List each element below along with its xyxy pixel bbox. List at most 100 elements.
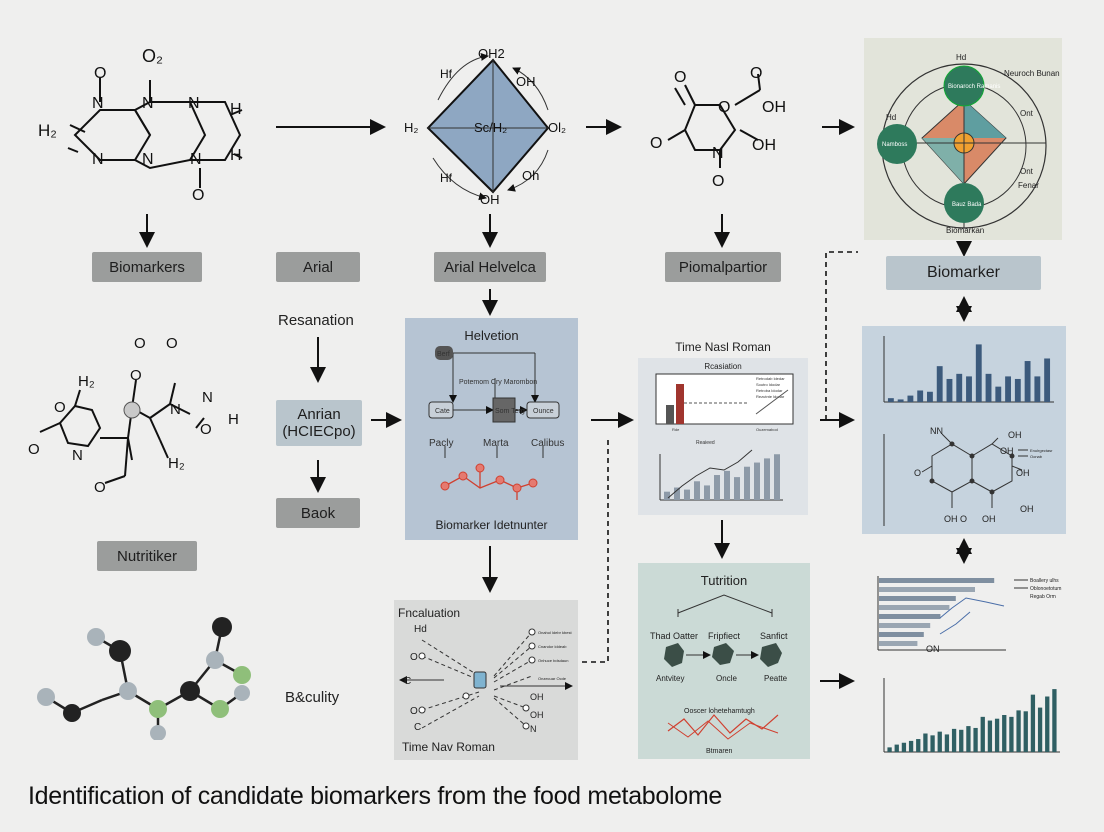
svg-text:Hd: Hd xyxy=(886,113,896,122)
svg-text:Fenar: Fenar xyxy=(1018,181,1039,190)
svg-text:OH: OH xyxy=(1008,430,1022,440)
tutrition-diagram: Thad Oatter Fripfiect Sanfict Antvitey O… xyxy=(650,594,788,755)
horizontal-bar xyxy=(879,578,995,583)
svg-text:C: C xyxy=(404,676,411,687)
svg-text:Hf: Hf xyxy=(440,171,453,185)
svg-text:Hf: Hf xyxy=(440,67,453,81)
time-roman-bar xyxy=(694,481,700,500)
time-roman-bar xyxy=(734,477,740,500)
svg-text:Hd: Hd xyxy=(414,624,427,635)
dashed-connector-1 xyxy=(825,251,858,420)
svg-text:Calibus: Calibus xyxy=(531,438,564,449)
time-roman-title: Time Nasl Roman xyxy=(675,340,771,354)
svg-text:O: O xyxy=(54,399,66,416)
right-chart-1-bar xyxy=(956,373,963,402)
right-chart-2-bar xyxy=(1037,707,1043,752)
svg-text:N: N xyxy=(92,95,104,112)
svg-text:H₂: H₂ xyxy=(78,373,95,390)
tutrition-panel: Tutrition Thad Oatter Fripfiect Sanfict … xyxy=(638,563,810,759)
biomarkers-label: Biomarkers xyxy=(92,252,202,282)
svg-text:N: N xyxy=(188,95,200,112)
svg-text:H: H xyxy=(230,101,242,118)
fncaluation-panel: Fncaluation Hd O C O C Onahol ldebr kbes… xyxy=(394,600,578,760)
right-chart-1-bar xyxy=(1005,376,1011,402)
right-chart-2-bar xyxy=(987,720,993,752)
svg-text:Pacly: Pacly xyxy=(429,438,453,449)
svg-text:Ooscer lohetehamtugh: Ooscer lohetehamtugh xyxy=(684,708,755,715)
svg-text:Sc/H₂: Sc/H₂ xyxy=(474,120,507,135)
svg-text:O: O xyxy=(200,421,212,438)
right-chart-1-bar xyxy=(887,398,894,402)
svg-text:O: O xyxy=(712,173,724,190)
svg-text:N: N xyxy=(142,151,154,168)
time-roman-bar xyxy=(724,470,730,500)
right-chart-2-bar xyxy=(887,747,892,752)
svg-text:Btmaren: Btmaren xyxy=(706,748,733,755)
svg-text:Rezutnte ldodar: Rezutnte ldodar xyxy=(756,394,785,399)
svg-text:Cate: Cate xyxy=(435,408,450,415)
svg-text:Retroba ldodar: Retroba ldodar xyxy=(756,388,783,393)
svg-text:OH: OH xyxy=(1020,504,1034,514)
right-chart-1-bar xyxy=(975,344,982,402)
svg-text:Cnandor lddeab: Cnandor lddeab xyxy=(538,644,567,649)
svg-text:N: N xyxy=(190,151,202,168)
ebaculity-text: B&culity xyxy=(285,689,340,706)
svg-text:OH: OH xyxy=(982,514,996,524)
piomalpartior-label: Piomalpartior xyxy=(665,252,781,282)
right-charts-panel: NN OH OH O O OH OH OH OH Enulrgectasr Oo… xyxy=(862,326,1066,534)
right-charts: NN OH OH O O OH OH OH OH Enulrgectasr Oo… xyxy=(883,336,1054,526)
svg-text:O: O xyxy=(410,706,418,717)
svg-text:C: C xyxy=(414,722,421,733)
svg-text:O: O xyxy=(674,69,686,86)
right-chart-1-bar xyxy=(897,399,904,402)
svg-text:Rde: Rde xyxy=(672,427,680,432)
svg-text:Ouzemabod: Ouzemabod xyxy=(756,427,778,432)
time-roman-bar xyxy=(764,458,770,500)
svg-text:Boallery ulhs: Boallery ulhs xyxy=(1030,578,1059,584)
svg-text:O: O xyxy=(130,367,142,384)
svg-text:Namboss: Namboss xyxy=(882,142,907,148)
svg-text:OH: OH xyxy=(530,692,544,702)
figure-caption: Identification of candidate biomarkers f… xyxy=(28,782,722,810)
horizontal-bar xyxy=(879,641,918,646)
horizontal-bars xyxy=(879,578,995,646)
time-roman-bar xyxy=(774,454,780,500)
svg-text:Bauz Bada: Bauz Bada xyxy=(952,202,982,208)
right-chart-2-bar xyxy=(908,740,914,752)
right-chart-2-bar xyxy=(980,716,985,752)
svg-text:N: N xyxy=(170,401,181,418)
svg-text:Reaieed: Reaieed xyxy=(696,440,715,446)
arial-helvetica-label: Arial Helvelca xyxy=(434,252,546,282)
svg-text:H₂: H₂ xyxy=(168,455,185,472)
svg-text:Ont: Ont xyxy=(1020,167,1034,176)
helvetion-title: Helvetion xyxy=(464,328,519,343)
svg-text:H₂: H₂ xyxy=(404,120,418,135)
right-chart-2-bar xyxy=(994,718,1000,752)
bottom-right-bar-chart xyxy=(883,678,1060,753)
svg-text:O: O xyxy=(192,187,204,204)
horizontal-bar xyxy=(879,632,924,637)
right-chart-2-bar xyxy=(944,734,950,752)
target-diagram: Hd Neuroch Bunan Hd Ont Ont Fenar Biomar… xyxy=(877,53,1060,235)
svg-text:Marta: Marta xyxy=(483,438,509,449)
right-chart-1-bar xyxy=(946,378,953,402)
right-chart-1-bar xyxy=(907,395,914,402)
biomarker-label: Biomarker xyxy=(886,256,1041,290)
svg-text:Soutro ldodar: Soutro ldodar xyxy=(756,382,781,387)
svg-text:Enulrgectasr: Enulrgectasr xyxy=(1030,448,1053,453)
time-roman-bars xyxy=(664,454,780,500)
helvetion-flow: Berf Potemom Cry Marombon Cate Som Terg … xyxy=(428,346,564,500)
fncaluation-title: Fncaluation xyxy=(398,606,461,620)
tutrition-title: Tutrition xyxy=(700,573,748,588)
svg-text:Antvitey: Antvitey xyxy=(656,674,684,683)
svg-text:Thad Oatter: Thad Oatter xyxy=(650,631,698,641)
svg-text:N: N xyxy=(72,447,83,464)
svg-text:O: O xyxy=(650,135,662,152)
svg-text:Biomarkan: Biomarkan xyxy=(946,226,984,235)
svg-text:Peatte: Peatte xyxy=(764,674,788,683)
time-roman-bar xyxy=(744,466,750,500)
bottom-right-bars xyxy=(887,689,1057,752)
right-chart-2-bar xyxy=(959,729,964,752)
pteridine-structure: O₂ O N N N N N N H₂ H H O xyxy=(38,46,243,204)
svg-text:ON: ON xyxy=(926,644,940,654)
